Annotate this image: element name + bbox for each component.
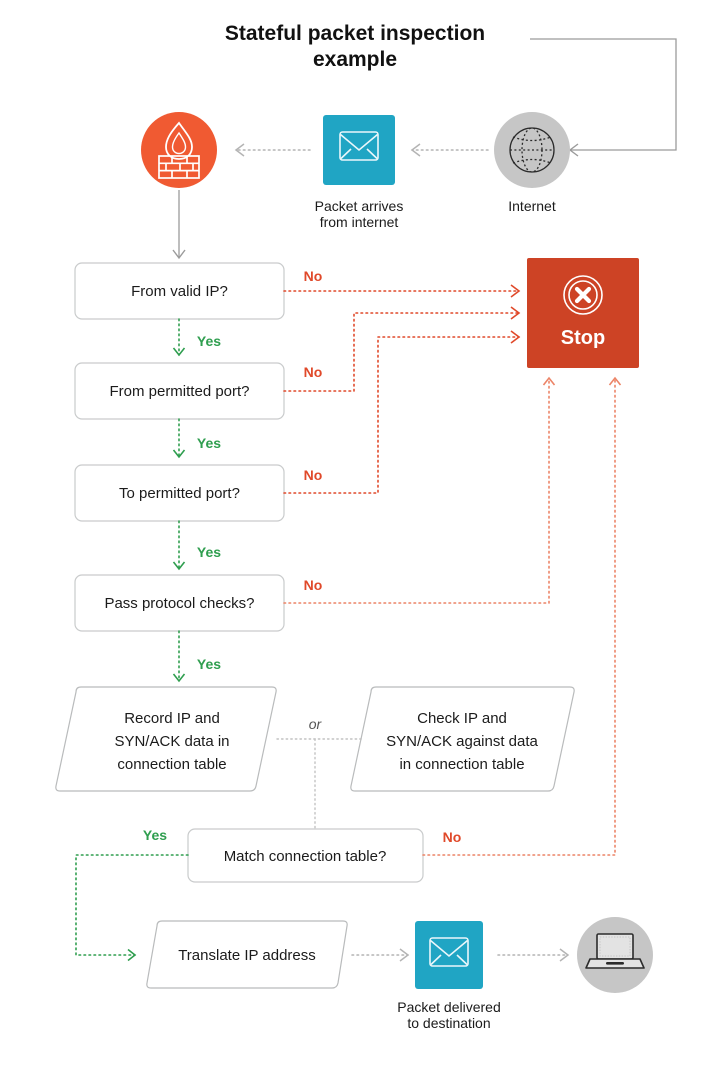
branch-yes-valid-ip-label: Yes xyxy=(197,333,221,349)
process-record-line3: connection table xyxy=(117,756,226,773)
x-circle-icon xyxy=(563,275,603,315)
branch-no-match-connection-table: No xyxy=(422,376,622,856)
decision-match-connection-table[interactable]: Match connection table? xyxy=(187,828,424,883)
process-check-line1: Check IP and xyxy=(417,710,507,727)
decision-permitted-to-port[interactable]: To permitted port? xyxy=(74,464,285,522)
firewall-node xyxy=(141,112,217,188)
brick-wall-icon xyxy=(158,155,200,179)
destination-node xyxy=(577,917,653,993)
branch-yes-permitted-to-port: Yes xyxy=(172,520,221,571)
decision-protocol-checks-label: Pass protocol checks? xyxy=(104,595,254,612)
connector-packet-out-to-destination xyxy=(497,948,570,962)
laptop-icon xyxy=(585,933,645,969)
packet-arrives-caption-2: from internet xyxy=(320,214,399,230)
connector-firewall-to-valid-ip xyxy=(172,190,186,260)
branch-no-permitted-from-port: No xyxy=(283,306,521,392)
decision-permitted-from-port-label: From permitted port? xyxy=(109,383,249,400)
process-translate-shape[interactable] xyxy=(146,920,348,989)
process-translate-line1: Translate IP address xyxy=(178,947,316,964)
packet-arrives-node: Packet arrives from internet xyxy=(315,115,404,230)
process-check-line2: SYN/ACK against data xyxy=(386,733,538,750)
stop-node[interactable]: Stop xyxy=(527,258,639,368)
branch-no-match-connection-table-label: No xyxy=(443,829,462,845)
branch-no-permitted-to-port: No xyxy=(283,330,521,494)
page-title-line1: Stateful packet inspection xyxy=(225,22,485,45)
firewall-flame-icon xyxy=(158,121,200,179)
connector-packet-to-firewall xyxy=(234,143,311,157)
process-record[interactable]: Record IP and SYN/ACK data in connection… xyxy=(55,686,277,792)
branch-no-permitted-to-port-label: No xyxy=(304,467,323,483)
packet-arrives-caption-1: Packet arrives xyxy=(315,198,404,214)
branch-no-permitted-from-port-label: No xyxy=(304,364,323,380)
packet-delivered-caption-1: Packet delivered xyxy=(397,999,501,1015)
envelope-icon xyxy=(339,131,379,161)
page-title-line2: example xyxy=(313,48,397,71)
branch-yes-permitted-to-port-label: Yes xyxy=(197,544,221,560)
branch-no-valid-ip-label: No xyxy=(304,268,323,284)
process-check-line3: in connection table xyxy=(399,756,524,773)
process-translate[interactable]: Translate IP address xyxy=(146,920,348,989)
or-junction: or xyxy=(276,716,363,830)
process-check[interactable]: Check IP and SYN/ACK against data in con… xyxy=(350,686,575,792)
branch-no-protocol-checks: No xyxy=(283,376,556,604)
stop-box[interactable] xyxy=(527,258,639,368)
stop-label: Stop xyxy=(561,327,605,349)
branch-yes-protocol-checks: Yes xyxy=(172,630,221,683)
or-label: or xyxy=(309,716,323,732)
process-record-line2: SYN/ACK data in xyxy=(114,733,229,750)
process-record-line1: Record IP and xyxy=(124,710,220,727)
internet-node: Internet xyxy=(494,112,570,214)
decision-permitted-to-port-label: To permitted port? xyxy=(119,485,240,502)
branch-no-valid-ip: No xyxy=(283,268,521,298)
decision-protocol-checks[interactable]: Pass protocol checks? xyxy=(74,574,285,632)
branch-yes-valid-ip: Yes xyxy=(172,318,221,357)
internet-caption: Internet xyxy=(508,198,556,214)
branch-yes-permitted-from-port: Yes xyxy=(172,418,221,459)
decision-valid-ip[interactable]: From valid IP? xyxy=(74,262,285,320)
connector-internet-to-packet xyxy=(410,143,489,157)
packet-delivered-caption-2: to destination xyxy=(407,1015,490,1031)
process-record-shape[interactable] xyxy=(55,686,277,792)
process-check-shape[interactable] xyxy=(350,686,575,792)
decision-match-connection-table-label: Match connection table? xyxy=(224,848,387,865)
envelope-icon xyxy=(429,937,469,967)
connector-translate-to-packet-out xyxy=(351,948,410,962)
branch-yes-permitted-from-port-label: Yes xyxy=(197,435,221,451)
decision-valid-ip-label: From valid IP? xyxy=(131,283,228,300)
branch-yes-match-connection-table-label: Yes xyxy=(143,827,167,843)
branch-no-protocol-checks-label: No xyxy=(304,577,323,593)
packet-delivered-node: Packet delivered to destination xyxy=(397,921,501,1031)
globe-icon xyxy=(509,127,555,173)
branch-yes-protocol-checks-label: Yes xyxy=(197,656,221,672)
firewall-icon-bg xyxy=(141,112,217,188)
decision-permitted-from-port[interactable]: From permitted port? xyxy=(74,362,285,420)
branch-yes-match-connection-table: Yes xyxy=(75,827,189,962)
